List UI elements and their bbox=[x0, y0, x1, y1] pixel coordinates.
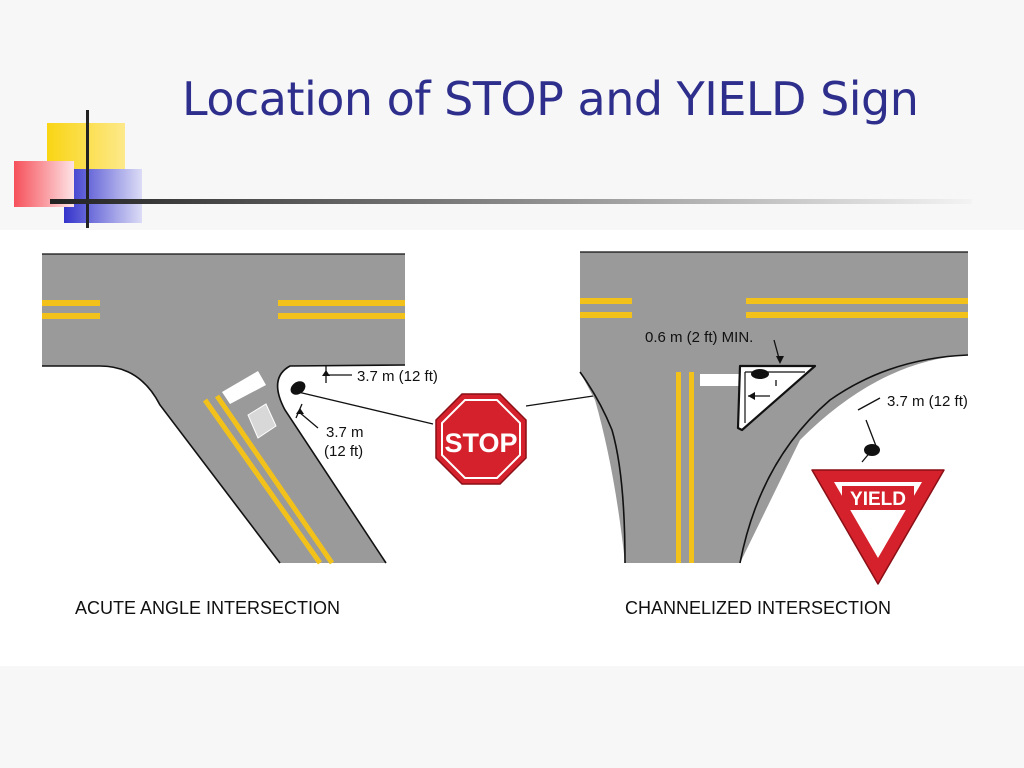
dim-side-label-1: 3.7 m bbox=[326, 424, 364, 441]
left-diagram-caption: ACUTE ANGLE INTERSECTION bbox=[75, 598, 341, 618]
intersection-diagram-panel: 3.7 m (12 ft) 3.7 m (12 ft) STOP bbox=[0, 230, 1024, 666]
right-centerline bbox=[580, 298, 968, 563]
traffic-island bbox=[736, 364, 817, 432]
stop-marking bbox=[247, 403, 277, 439]
title-decoration bbox=[14, 110, 972, 228]
deco-vertical-line bbox=[86, 110, 89, 228]
yield-island-post bbox=[751, 369, 769, 379]
deco-blue-square bbox=[64, 169, 142, 223]
dim-side-label-2: (12 ft) bbox=[324, 443, 363, 460]
stop-bar bbox=[222, 371, 266, 404]
stop-sign-text: STOP bbox=[444, 428, 517, 458]
diagram-svg: 3.7 m (12 ft) 3.7 m (12 ft) STOP bbox=[42, 251, 969, 585]
dim-curb-label: 3.7 m (12 ft) bbox=[887, 393, 968, 410]
right-road-edge bbox=[579, 354, 969, 564]
left-centerline bbox=[42, 300, 405, 319]
left-diagonal-centerline bbox=[202, 394, 335, 565]
right-stop-bar bbox=[700, 374, 740, 386]
right-intersection: 0.6 m (2 ft) MIN. 3.7 m (12 ft) bbox=[579, 251, 969, 564]
right-diagram-caption: CHANNELIZED INTERSECTION bbox=[625, 598, 892, 618]
dim-top-label: 3.7 m (12 ft) bbox=[357, 368, 438, 385]
stop-sign-post bbox=[290, 381, 306, 395]
left-road-edge bbox=[42, 364, 406, 564]
slide-title: Location of STOP and YIELD Sign bbox=[182, 72, 919, 126]
title-underline bbox=[50, 199, 972, 204]
yield-sign-icon: YIELD bbox=[811, 469, 945, 585]
yield-sign-text: YIELD bbox=[850, 489, 906, 510]
dim-island-label: 0.6 m (2 ft) MIN. bbox=[645, 329, 753, 346]
left-intersection: 3.7 m (12 ft) 3.7 m (12 ft) bbox=[42, 253, 438, 565]
stop-sign-icon: STOP bbox=[435, 393, 527, 485]
